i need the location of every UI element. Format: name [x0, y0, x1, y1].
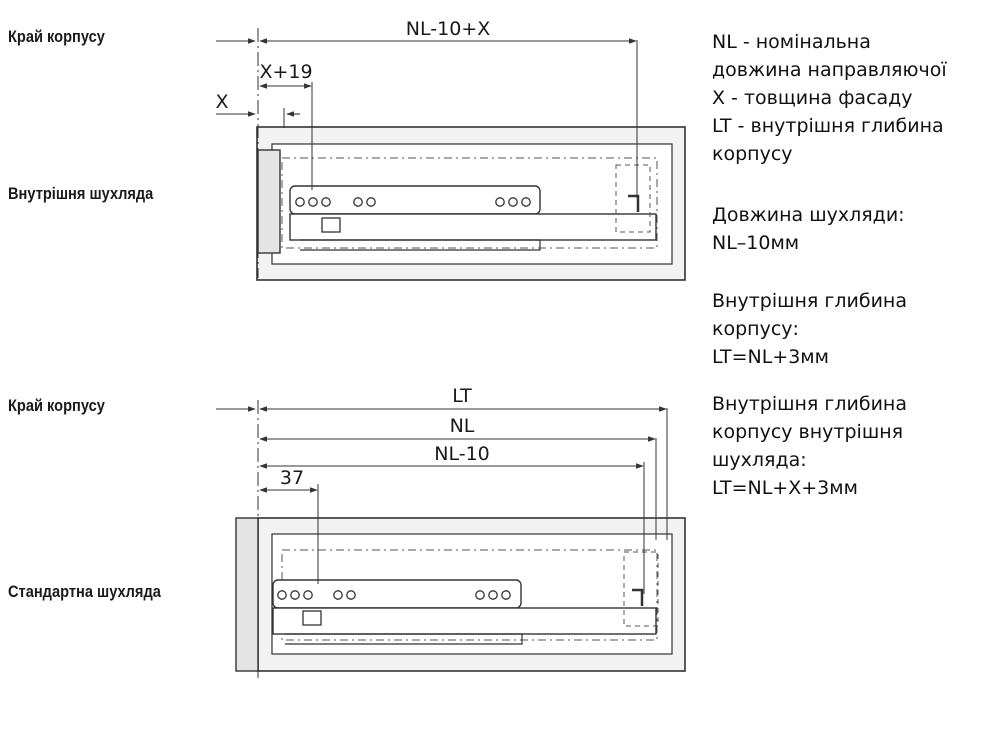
bottom-dim-37-label: 37: [280, 467, 304, 489]
legend-inner-depth: Внутрішня глибина корпусу: LT=NL+3мм: [712, 287, 982, 371]
bottom-slide-lower-lip: [285, 633, 523, 645]
bottom-slide-clip: [302, 610, 322, 626]
top-drawer-box: [281, 157, 658, 249]
legend-definition-line: NL - номінальна: [712, 31, 871, 53]
legend-drawer-length: Довжина шухляди: NL–10мм: [712, 201, 982, 257]
bottom-drawer-label: Стандартна шухляда: [8, 582, 161, 601]
bottom-diagram: [216, 400, 686, 680]
bottom-dim-nl-label: NL: [450, 415, 475, 437]
legend-inner-depth-inner-drawer: Внутрішня глибина корпусу внутрішня шухл…: [712, 390, 982, 502]
top-slide-holes: [295, 197, 531, 207]
legend-definition-line: корпусу: [712, 143, 793, 165]
legend-inner-drawer-line: Внутрішня глибина: [712, 393, 907, 415]
top-slide-base: [289, 213, 657, 241]
top-slide-lower-lip: [300, 239, 541, 251]
top-dim-x19-label: X+19: [259, 61, 312, 83]
bottom-slide-base: [272, 607, 657, 635]
legend-inner-depth-line: корпусу:: [712, 318, 799, 340]
legend-inner-drawer-line: LT=NL+X+3мм: [712, 477, 858, 499]
legend-inner-drawer-line: корпусу внутрішня: [712, 421, 904, 443]
bottom-dim-nl10-label: NL-10: [434, 443, 490, 465]
top-dim-x-label: X: [215, 91, 228, 113]
top-dim-overall-label: NL-10+X: [406, 18, 490, 40]
top-slide-end-stop: [615, 164, 651, 233]
top-slide-rail: [289, 185, 541, 215]
legend-inner-drawer-line: шухляда:: [712, 449, 807, 471]
legend-definition-line: X - товщина фасаду: [712, 87, 913, 109]
bottom-slide-end-stop: [623, 551, 659, 627]
bottom-dim-lt-label: LT: [452, 385, 472, 407]
legend-definition-line: довжина направляючої: [712, 59, 947, 81]
top-slide-hook: [628, 194, 640, 212]
top-slide-clip: [321, 217, 341, 233]
legend-inner-depth-line: LT=NL+3мм: [712, 346, 829, 368]
legend-drawer-length-line: NL–10мм: [712, 232, 800, 254]
top-diagram: [216, 28, 686, 281]
legend-inner-depth-line: Внутрішня глибина: [712, 290, 907, 312]
bottom-edge-label: Край корпусу: [8, 396, 105, 415]
legend-drawer-length-line: Довжина шухляди:: [712, 204, 905, 226]
legend-definition-line: LT - внутрішня глибина: [712, 115, 944, 137]
legend-definitions: NL - номінальна довжина направляючої X -…: [712, 28, 982, 168]
top-edge-label: Край корпусу: [8, 27, 105, 46]
bottom-front-panel: [235, 517, 259, 672]
bottom-slide-hook: [632, 588, 644, 606]
top-drawer-label: Внутрішня шухляда: [8, 184, 154, 203]
top-front-panel: [257, 149, 281, 254]
bottom-slide-holes: [277, 590, 511, 600]
